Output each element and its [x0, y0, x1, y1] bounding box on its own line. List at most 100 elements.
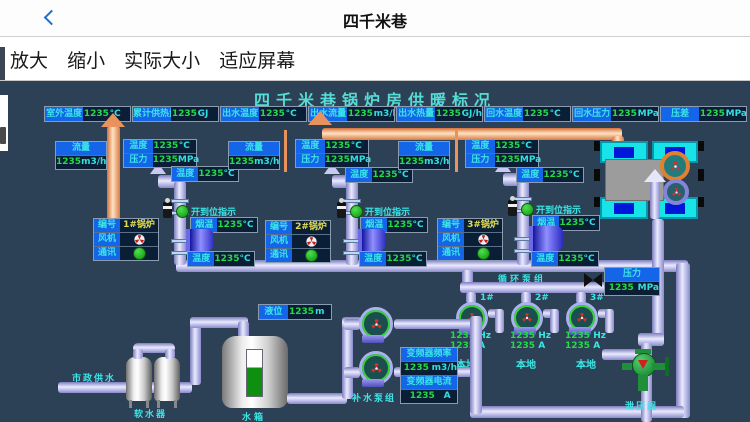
arrow-up-icon	[324, 163, 340, 174]
relief-valve-icon	[622, 349, 670, 397]
fan-icon	[669, 160, 681, 171]
softener-tank-2	[154, 357, 180, 401]
pipe-pump3-riser	[576, 292, 586, 304]
circulation-pump-3-icon	[563, 302, 601, 336]
pump2-current: 1235 A	[510, 341, 546, 351]
pump3-id: 3#	[590, 293, 604, 303]
b2-valve-indicator-label: 开到位指示	[365, 208, 411, 218]
valve-icon	[584, 273, 593, 287]
pipe-relief-elbow	[638, 333, 664, 346]
pipe-pump-a-in	[344, 319, 360, 330]
hx-port	[614, 146, 634, 158]
pipe-softener-bridge	[133, 343, 175, 353]
softener-tank-1	[126, 357, 152, 401]
hx-corner-mark	[594, 169, 600, 181]
comm-status-indicator	[304, 249, 318, 262]
actual-size-button[interactable]: 实际大小	[124, 50, 201, 72]
tank-leg	[129, 400, 132, 408]
fan-icon	[370, 362, 382, 373]
valve-red-pointer	[638, 360, 648, 369]
arrow-up-icon	[308, 111, 332, 125]
page-title: 四千米巷	[342, 12, 407, 31]
pipe-makeup-up	[342, 321, 353, 399]
b1-valve-instrument-icon	[163, 198, 172, 218]
clipped-glyph	[0, 127, 6, 144]
arrow-up-icon	[150, 163, 166, 174]
tank-leg	[146, 400, 149, 408]
scada-title: 四千米巷锅炉房供暖标况	[253, 91, 496, 110]
pipe-tank-inlet	[238, 321, 249, 339]
softener-label: 软水器	[134, 410, 168, 420]
fan-icon	[370, 318, 382, 329]
pipe-softener-top	[190, 317, 248, 328]
valve-arm-left	[622, 363, 632, 370]
hx-pump-orange-icon	[660, 151, 690, 181]
pipe-pump-b-in	[344, 367, 360, 378]
circulation-pump-2-icon	[508, 302, 546, 336]
hx-corner-mark	[594, 197, 600, 207]
b3-valve-indicator-label: 开到位指示	[536, 206, 582, 216]
pump1-mode: 本地	[456, 360, 476, 371]
left-edge-strip	[0, 47, 5, 80]
nav-bar: 四千米巷	[0, 0, 750, 37]
zoom-in-button[interactable]: 放大	[10, 50, 49, 72]
fan-icon	[477, 234, 489, 245]
pipe-pump-manifold	[460, 282, 638, 293]
pipe-branch-thin	[455, 130, 458, 172]
water-tank-label: 水箱	[242, 413, 267, 422]
valve-icon	[593, 273, 602, 287]
pipe-bottom-run	[470, 406, 684, 418]
fan-icon	[577, 313, 587, 322]
pump1-id: 1#	[480, 293, 494, 303]
pipe-pump3-out-drop	[605, 309, 614, 333]
fan-icon	[305, 236, 317, 247]
b1-valve-indicator-label: 开到位指示	[191, 208, 237, 218]
makeup-pump-2-icon	[356, 351, 396, 388]
b2-valve-instrument-icon	[337, 198, 346, 218]
arrow-up-icon	[101, 113, 125, 127]
b1-burner-motor-icon	[186, 229, 214, 251]
pipe-softener-bridge-l	[133, 349, 143, 359]
makeup-group-label: 补水泵组	[352, 394, 397, 404]
b1-valve-open-indicator	[176, 205, 189, 218]
pipe-softener-up	[190, 321, 201, 385]
hx-corner-mark	[698, 169, 704, 181]
b3-valve-open-indicator	[521, 203, 534, 216]
fit-screen-button[interactable]: 适应屏幕	[219, 50, 296, 72]
relief-valve-label: 泄压阀	[625, 402, 659, 412]
valve-arm	[652, 363, 666, 370]
pipe-supply-header	[322, 128, 622, 140]
hx-corner-mark	[698, 197, 704, 207]
flange	[171, 199, 189, 203]
circulation-group-label: 循环泵组	[498, 275, 547, 285]
pipe-softener-bridge-r	[165, 349, 175, 359]
zoom-out-button[interactable]: 缩小	[67, 50, 106, 72]
b3-burner-motor-icon	[529, 226, 563, 251]
b2-valve-open-indicator	[350, 205, 363, 218]
left-white-notch	[0, 95, 8, 151]
pipe-relief-stub	[602, 349, 642, 360]
pipe-pump1-riser	[466, 292, 476, 304]
zoom-toolbar: 放大 缩小 实际大小 适应屏幕	[0, 37, 750, 81]
pump3-freq: 1235 Hz	[565, 331, 606, 341]
city-supply-label: 市政供水	[72, 374, 117, 384]
fan-icon	[671, 187, 681, 196]
pump2-mode: 本地	[516, 360, 536, 371]
hx-port	[614, 202, 634, 214]
